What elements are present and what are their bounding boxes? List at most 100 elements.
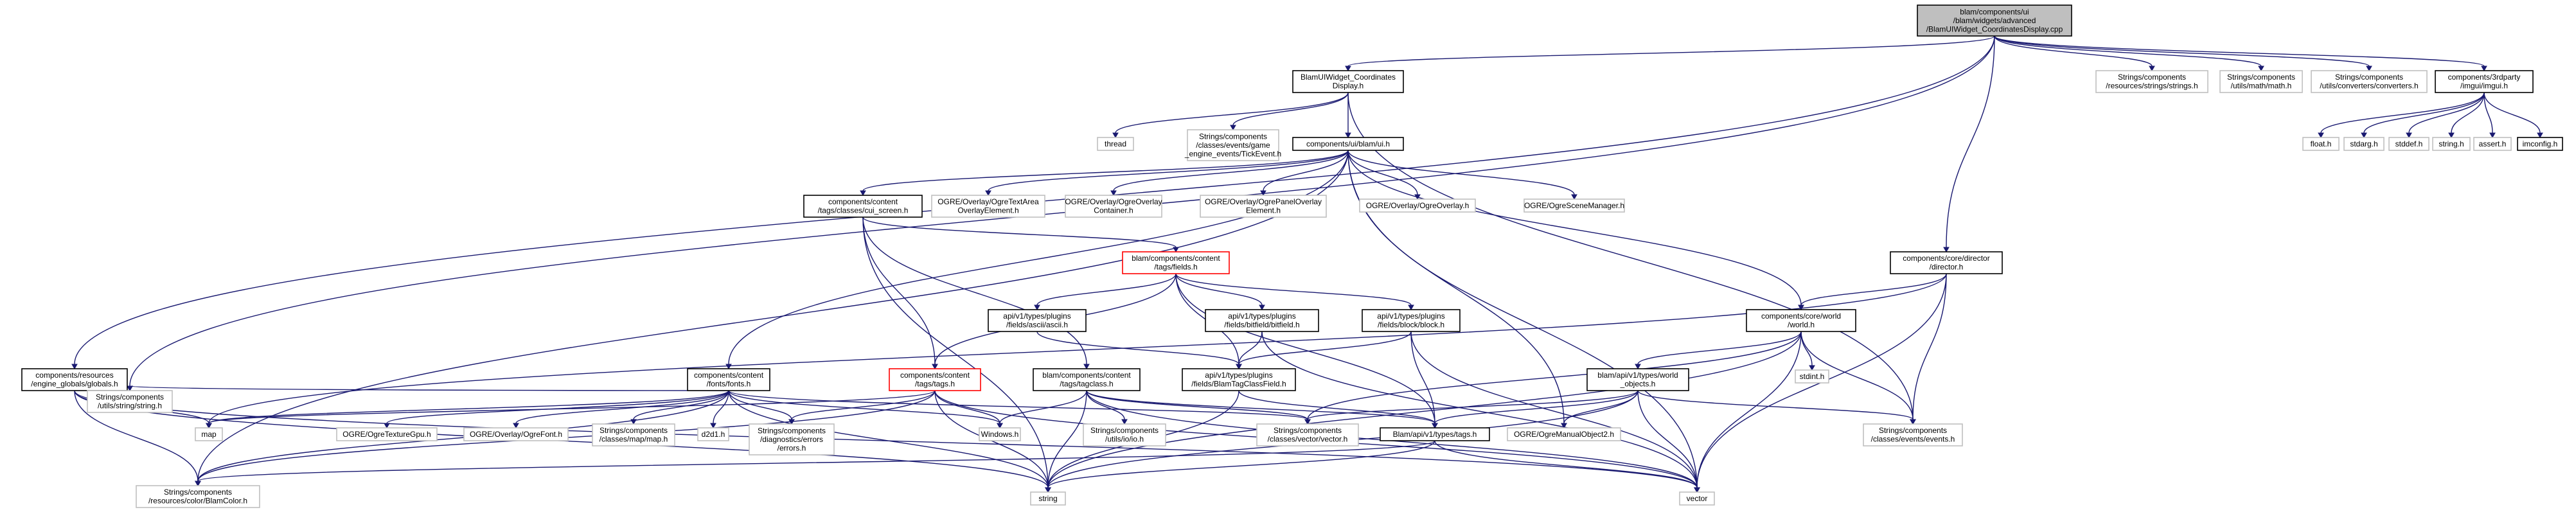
node-label-line: OGRE/Overlay/OgreOverlay: [1065, 197, 1162, 206]
edge-line: [1637, 390, 1914, 420]
node-worldobjects[interactable]: blam/api/v1/types/world_objects.h: [1586, 368, 1689, 391]
edge-line: [1047, 331, 1802, 488]
node-label-line: /tags/fields.h: [1154, 263, 1197, 272]
edge-worldh-to-worldobjects: [1635, 331, 1802, 370]
node-label-line: /classes/events/events.h: [1871, 435, 1955, 444]
node-worldh[interactable]: components/core/world/world.h: [1746, 309, 1856, 332]
edge-line: [1036, 331, 1239, 365]
edge-line: [988, 150, 1349, 191]
node-label-line: OGRE/Overlay/OgrePanelOverlay: [1205, 197, 1322, 206]
node-label-line: string: [1038, 494, 1057, 503]
node-label-line: blam/components/content: [1042, 371, 1131, 380]
node-label-line: /utils/io/io.h: [1105, 435, 1144, 444]
edge-tagclass-to-ioioh: [1086, 390, 1128, 425]
edge-blockh-to-blamtagclassfield: [1236, 331, 1412, 370]
edge-arrowhead: [1112, 132, 1119, 139]
node-blamtagclassfield[interactable]: api/v1/types/plugins/fields/BlamTagClass…: [1182, 368, 1296, 391]
node-label-line: /tags/tagclass.h: [1060, 380, 1113, 389]
node-label-line: blam/components/ui: [1960, 7, 2029, 16]
node-fieldsh[interactable]: blam/components/content/tags/fields.h: [1122, 251, 1230, 274]
node-label-line: Strings/components: [1090, 426, 1159, 435]
edge-fontsh-to-map: [206, 390, 729, 429]
node-bitfieldh[interactable]: api/v1/types/plugins/fields/bitfield/bit…: [1205, 309, 1319, 332]
node-stdinth: stdint.h: [1795, 369, 1829, 384]
node-label-line: Blam/api/v1/types/tags.h: [1393, 430, 1477, 439]
node-imconfig[interactable]: imconfig.h: [2517, 137, 2563, 151]
node-curscreen[interactable]: components/content/tags/classes/cui_scre…: [803, 195, 923, 218]
edge-root-to-imgui: [1994, 35, 2487, 72]
node-label-line: Strings/components: [96, 393, 164, 402]
edge-line: [728, 390, 792, 420]
node-box: [1746, 309, 1856, 332]
edge-line: [1307, 390, 1639, 420]
node-label-line: _objects.h: [1620, 380, 1656, 389]
node-box: [988, 309, 1087, 332]
node-uih[interactable]: components/ui/blam/ui.h: [1292, 137, 1404, 151]
node-label-line: assert.h: [2479, 139, 2507, 148]
edge-arrowhead: [860, 190, 866, 197]
node-tagclass[interactable]: blam/components/content/tags/tagclass.h: [1033, 368, 1141, 391]
edge-arrowhead: [2366, 66, 2372, 72]
node-label-line: components/3rdparty: [2448, 73, 2521, 82]
node-asciih[interactable]: api/v1/types/plugins/fields/ascii/ascii.…: [988, 309, 1087, 332]
node-blamtagsh[interactable]: Blam/api/v1/types/tags.h: [1380, 427, 1490, 441]
node-label-line: /fields/block/block.h: [1378, 321, 1444, 330]
node-label-line: /imgui/imgui.h: [2460, 82, 2508, 91]
edge-worldh-to-vectorh: [1304, 331, 1802, 425]
node-globals[interactable]: components/resources/engine_globals/glob…: [21, 368, 128, 391]
edge-curscreen-to-fieldsh: [862, 216, 1179, 253]
node-root[interactable]: blam/components/ui/blam/widgets/advanced…: [1917, 4, 2072, 37]
edge-line: [1800, 331, 1914, 420]
edge-arrowhead: [1432, 423, 1438, 429]
node-label-line: components/content: [828, 197, 898, 206]
node-tagsh[interactable]: components/content/tags/tags.h: [889, 368, 981, 391]
node-box: [1200, 195, 1327, 218]
edge-arrowhead: [1345, 132, 1351, 139]
node-box: [1863, 423, 1963, 446]
edge-imgui-to-stddefh: [2406, 92, 2485, 139]
edge-arrowhead: [2481, 66, 2487, 72]
node-label-line: OGRE/Overlay/OgreTextArea: [937, 197, 1039, 206]
edge-fontsh-to-stringstring: [127, 385, 729, 392]
node-blockh[interactable]: api/v1/types/plugins/fields/block/block.…: [1362, 309, 1461, 332]
edge-tagsh-to-map: [206, 390, 936, 429]
edge-fontsh-to-errorsh: [728, 390, 795, 425]
node-fontsh[interactable]: components/content/fonts/fonts.h: [687, 368, 770, 391]
node-box: [1083, 423, 1166, 446]
edge-arrowhead: [206, 423, 212, 429]
edge-tagclass-to-vectorh: [1086, 390, 1311, 425]
edge-line: [1994, 35, 2262, 67]
node-stdargh: stdarg.h: [2343, 137, 2385, 151]
node-label-line: blam/components/content: [1132, 254, 1220, 263]
node-ogretextarea: OGRE/Overlay/OgreTextAreaOverlayElement.…: [931, 195, 1045, 218]
node-coordh[interactable]: BlamUIWidget_CoordinatesDisplay.h: [1292, 70, 1404, 93]
node-box: [1795, 369, 1829, 384]
node-label-line: string.h: [2438, 139, 2464, 148]
node-label-line: /classes/vector/vector.h: [1268, 435, 1348, 444]
edge-arrowhead: [1230, 125, 1236, 131]
node-label-line: /fields/BlamTagClassField.h: [1191, 380, 1286, 389]
edge-globals-to-vector: [74, 390, 1700, 493]
edge-root-to-mathh: [1994, 35, 2264, 72]
node-thread: thread: [1097, 137, 1134, 151]
edge-line: [1238, 390, 1435, 424]
edge-arrowhead: [1259, 305, 1265, 311]
edge-line: [728, 390, 1308, 420]
edge-bitfieldh-to-blamtagclassfield: [1236, 331, 1263, 370]
edge-line: [1238, 331, 1412, 365]
node-box: [931, 195, 1045, 218]
edge-line: [1113, 150, 1349, 191]
edge-arrowhead: [2361, 132, 2367, 139]
edge-arrowhead: [1910, 419, 1916, 425]
node-director[interactable]: components/core/director/director.h: [1890, 251, 2003, 274]
node-label-line: map: [201, 430, 217, 439]
node-box: [2435, 70, 2534, 93]
node-box: [1030, 491, 1066, 506]
node-label-line: stdarg.h: [2350, 139, 2377, 148]
edge-line: [1086, 390, 1435, 424]
edge-arrowhead: [1304, 419, 1311, 425]
node-box: [463, 427, 569, 441]
edge-arrowhead: [1408, 305, 1414, 311]
edge-line: [862, 216, 1177, 248]
node-imgui[interactable]: components/3rdparty/imgui/imgui.h: [2435, 70, 2534, 93]
